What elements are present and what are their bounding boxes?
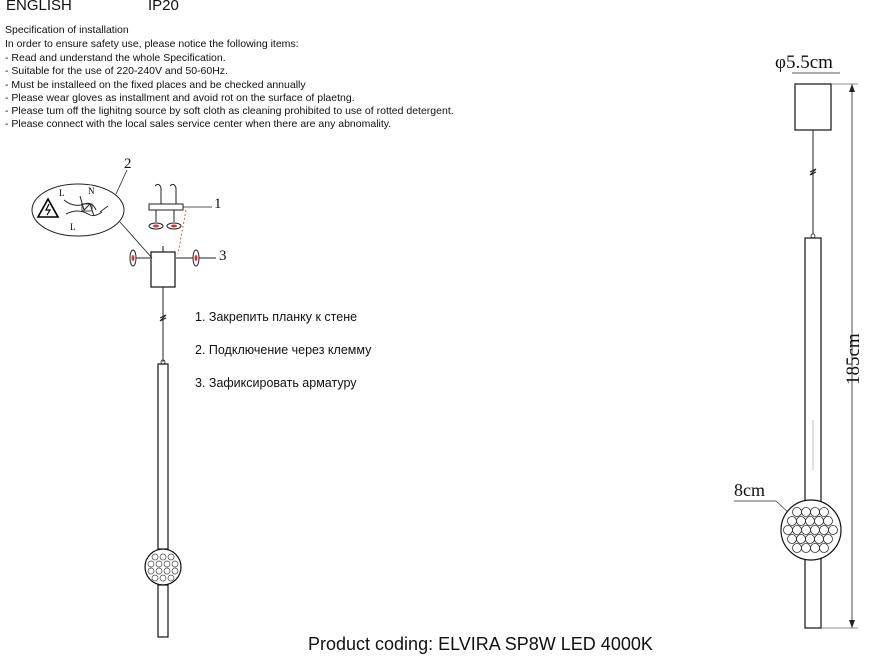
lamp-tube-upper xyxy=(157,363,169,550)
step-item: 2. Подключение через клемму xyxy=(195,343,372,357)
lamp-tube-lower xyxy=(157,584,169,638)
spec-item: - Please connect with the local sales se… xyxy=(5,118,392,131)
ip-rating: IP20 xyxy=(148,0,179,14)
dimension-ball: 8cm xyxy=(734,480,765,500)
canopy xyxy=(150,251,176,288)
step-item: 3. Зафиксировать арматуру xyxy=(195,376,357,390)
spec-item: - Please tum off the lighitng source by … xyxy=(5,105,454,118)
dimension-diameter: φ5.5cm xyxy=(775,52,833,73)
side-screws xyxy=(129,249,216,267)
wire-label-l: L xyxy=(59,188,65,198)
electric-warning-icon xyxy=(36,197,60,218)
callout-3: 3 xyxy=(219,248,227,264)
callout-2: 2 xyxy=(124,156,132,172)
product-coding: Product coding: ELVIRA SP8W LED 4000K xyxy=(308,634,653,654)
decorative-ball-side-view xyxy=(780,499,842,561)
spec-intro: In order to ensure safety use, please no… xyxy=(5,38,299,50)
canopy-side-view xyxy=(794,83,832,131)
spec-list: - Read and understand the whole Specific… xyxy=(5,52,454,132)
step-item: 1. Закрепить планку к стене xyxy=(195,310,358,324)
callout-1: 1 xyxy=(214,196,222,212)
lamp-tube-side-view xyxy=(804,237,822,629)
spec-item: - Please wear gloves as installment and … xyxy=(5,91,355,104)
wire-label-l2: L xyxy=(70,222,76,232)
language-label: ENGLISH xyxy=(6,0,72,14)
wiring-detail-bubble xyxy=(31,183,125,237)
spec-title: Specification of installation xyxy=(5,24,129,36)
mounting-screws xyxy=(148,183,184,230)
spec-item: - Read and understand the whole Specific… xyxy=(5,52,226,64)
dimension-height: 185cm xyxy=(843,333,864,385)
installation-steps: 1. Закрепить планку к стене 2. Подключен… xyxy=(195,310,371,409)
spec-item: - Suitable for the use of 220-240V and 5… xyxy=(5,65,228,78)
decorative-ball xyxy=(144,548,182,586)
wire-label-n: N xyxy=(88,186,95,196)
spec-item: - Must be installeed on the fixed places… xyxy=(5,78,306,91)
